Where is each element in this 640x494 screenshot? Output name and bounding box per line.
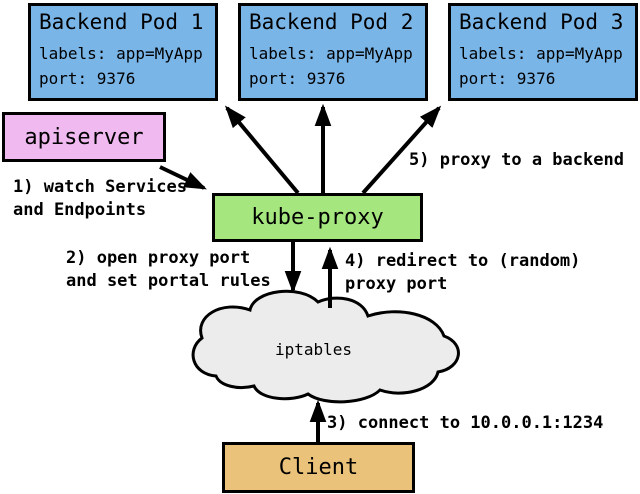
annotation-step5: 5) proxy to a backend bbox=[409, 150, 624, 170]
annotation-step4-line2: proxy port bbox=[345, 274, 448, 294]
pod-title: Backend Pod 2 bbox=[249, 10, 414, 34]
apiserver-label: apiserver bbox=[24, 124, 144, 150]
annotation-step3: 3) connect to 10.0.0.1:1234 bbox=[327, 413, 604, 433]
annotation-step2-line1: 2) open proxy port bbox=[66, 248, 251, 268]
client-label: Client bbox=[278, 455, 359, 480]
pod-title: Backend Pod 3 bbox=[459, 10, 624, 34]
annotation-step4-line1: 4) redirect to (random) bbox=[345, 251, 581, 271]
kube-proxy-box: kube-proxy bbox=[212, 193, 423, 242]
iptables-cloud bbox=[191, 289, 460, 404]
pod-port: port: 9376 bbox=[459, 69, 556, 88]
arrow-proxy-to-pod1 bbox=[224, 105, 300, 195]
backend-pod-2: Backend Pod 2 labels: app=MyApp port: 93… bbox=[238, 3, 428, 101]
kube-proxy-label: kube-proxy bbox=[251, 205, 384, 230]
arrow-step1-watch bbox=[159, 165, 207, 190]
pod-port: port: 9376 bbox=[249, 69, 346, 88]
pod-port: port: 9376 bbox=[39, 69, 136, 88]
pod-labels: labels: app=MyApp bbox=[459, 44, 623, 63]
annotation-step1-line1: 1) watch Services bbox=[13, 177, 187, 197]
apiserver-box: apiserver bbox=[2, 112, 166, 162]
iptables-label: iptables bbox=[275, 340, 353, 359]
annotation-step2-line2: and set portal rules bbox=[66, 271, 271, 291]
pod-title: Backend Pod 1 bbox=[39, 10, 204, 34]
annotation-step1-line2: and Endpoints bbox=[13, 200, 147, 220]
backend-pod-1: Backend Pod 1 labels: app=MyApp port: 93… bbox=[28, 3, 218, 101]
arrow-proxy-to-pod3 bbox=[361, 105, 442, 195]
pod-labels: labels: app=MyApp bbox=[249, 44, 413, 63]
backend-pod-3: Backend Pod 3 labels: app=MyApp port: 93… bbox=[448, 3, 638, 101]
pod-labels: labels: app=MyApp bbox=[39, 44, 203, 63]
client-box: Client bbox=[222, 442, 415, 493]
